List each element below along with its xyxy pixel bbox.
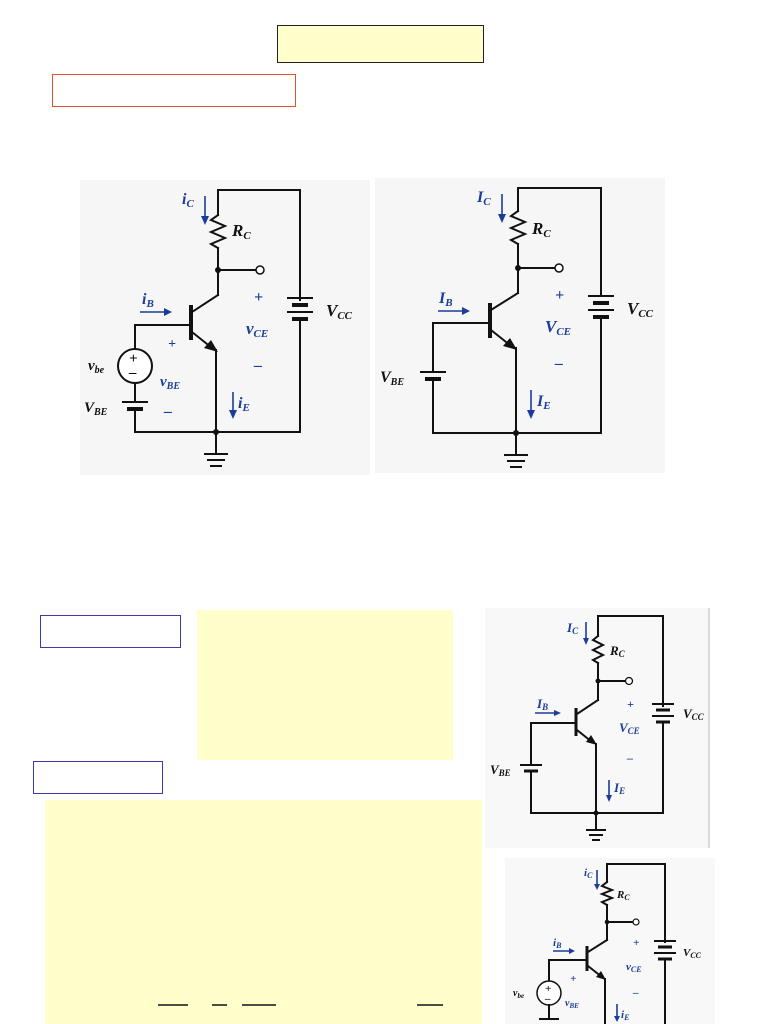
vce-plus: + [633,937,639,949]
source-plus: + [129,351,138,367]
vce-plus: + [555,287,564,304]
circuit-diagram-dc-small: IC RC IB + VCE – VCC VBE IE [485,608,710,848]
vce-label: vCE [246,319,268,340]
dc-notes-box [197,610,453,760]
vbe-label: VBE [380,369,404,388]
vcc-label: VCC [683,706,705,722]
ac-analysis-label-box [33,761,163,794]
rc-label: RC [616,889,630,902]
title-box [277,25,484,63]
fraction-bars [158,1004,443,1006]
vbe-label: VBE [490,762,511,778]
circuit-diagram-total-small: iC RC iB + vCE – VCC + + – vbe vBE iE [505,858,715,1024]
vce-minus: – [253,357,262,374]
rc-label: RC [609,643,626,659]
vcc-label: VCC [683,947,702,960]
vbe-dc-label: VBE [84,400,108,418]
ib-label: IB [536,696,548,712]
vbe-small-label: vbe [88,358,105,376]
vcc-label: VCC [326,301,353,322]
circuit-diagram-dc: IC RC IB + VCE – VCC VBE IE [375,178,665,473]
vce-minus: – [632,987,639,999]
ie-label: IE [613,780,625,796]
vce-label: vCE [626,961,642,974]
vbe-plus: + [168,337,176,352]
ac-notes-box [45,800,482,1024]
source-minus: – [128,365,137,381]
vce-minus: – [626,751,633,765]
vbe-small-label: vbe [513,988,524,1000]
source-minus: – [544,993,551,1005]
ie-label: iE [238,395,250,414]
ic-label: iC [182,191,194,210]
rc-label: RC [231,221,251,242]
ib-label: iB [553,937,562,950]
ic-label: iC [584,867,593,880]
ib-label: IB [438,290,453,309]
vce-minus: – [554,355,563,372]
vce-label: VCE [545,317,571,338]
ib-label: iB [142,291,154,310]
circuit-diagram-total: iC RC iB + vCE – VCC + + – vbe vBE – VBE… [80,180,370,475]
vbe-minus: – [163,403,172,420]
vbe-plus: + [570,973,576,985]
vbe-total-label: vBE [160,374,180,392]
vce-plus: + [254,289,263,306]
rc-label: RC [531,219,551,240]
vcc-label: VCC [627,299,654,320]
ic-label: IC [566,620,579,636]
vbe-total-label: vBE [565,998,579,1010]
ic-label: IC [476,189,491,208]
ie-label: IE [536,393,551,412]
dc-analysis-label-box [40,615,181,648]
ie-label: iE [621,1009,629,1022]
subtitle-box [52,74,296,107]
vce-label: VCE [619,720,640,736]
source-plus: + [545,983,551,995]
vce-plus: + [627,697,634,711]
